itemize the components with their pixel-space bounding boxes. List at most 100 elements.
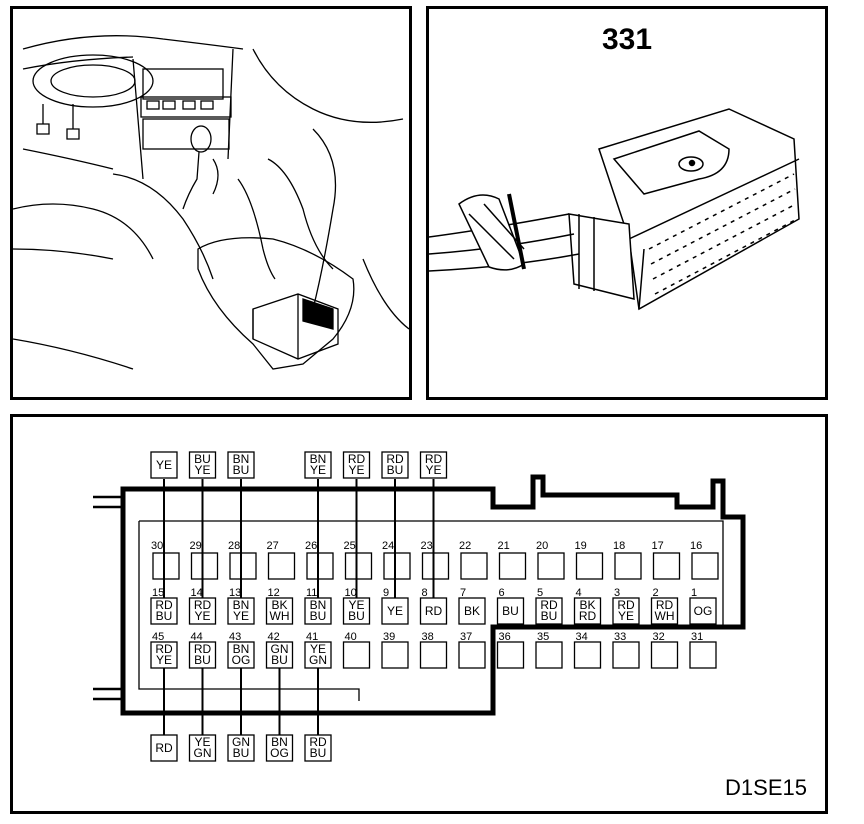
wire-color-label: GN [309,653,327,667]
pin-31 [689,641,717,669]
pin-box [573,597,602,625]
wire-color-label: YE [194,735,210,749]
pin-6: BU [496,597,525,625]
pin-number: 34 [576,631,588,643]
pin-box [267,552,296,580]
pin-box [190,552,219,580]
pin-number: 18 [613,540,625,552]
pin-number: 42 [268,631,280,643]
pin-7: BK [458,597,486,625]
pin-box [383,552,411,580]
pin-box [381,451,409,479]
wire-color-label: BN [233,452,250,466]
pin-box [188,734,217,762]
wire-color-label: RD [579,609,597,623]
wire-color-label: RD [425,604,443,618]
wire-color-label: BU [348,609,365,623]
pin-box [691,552,719,580]
pin-number: 2 [653,587,659,599]
wire-color-label: BU [156,609,173,623]
car-interior-drawing [13,35,409,370]
pin-33 [612,641,640,669]
pin-box [498,552,527,580]
pin-number: 7 [460,587,466,599]
wire-color-label: YE [348,598,364,612]
pin-box [304,734,332,762]
pin-39 [381,641,409,669]
pin-box [150,641,178,669]
pin-1: OG [689,597,717,625]
pin-box [458,597,486,625]
pin-box [689,597,717,625]
wire-color-label: BN [233,642,250,656]
wire-color-label: YE [425,463,441,477]
wire-color-label: YE [348,463,364,477]
wire-color-label: RD [194,598,212,612]
pin-box [496,597,525,625]
pin-number: 29 [190,540,202,552]
wire-color-label: RD [617,598,635,612]
pin-number: 21 [498,540,510,552]
interior-illustration-panel [10,6,412,400]
pin-box [344,552,373,580]
wire-color-label: YE [194,463,210,477]
pin-37 [458,641,486,669]
pin-number: 40 [345,631,357,643]
pin-number: 45 [152,631,164,643]
pin-number: 30 [151,540,163,552]
wire-color-label: RD [386,452,404,466]
pin-number: 36 [499,631,511,643]
pin-number: 17 [652,540,664,552]
wire-color-label: YE [156,653,172,667]
pin-32 [650,641,679,669]
wire-color-label: YE [387,604,403,618]
wire-color-label: YE [618,609,634,623]
pin-number: 5 [537,587,543,599]
pin-number: 12 [268,587,280,599]
pin-number: 27 [267,540,279,552]
pin-box [496,641,525,669]
pin-number: 33 [614,631,626,643]
pin-number: 9 [383,587,389,599]
diagram-number: 331 [601,23,653,56]
pin-number: 32 [653,631,665,643]
pin-8: RD [419,597,448,625]
wire-color-label: RD [656,598,674,612]
pin-number: 44 [191,631,203,643]
pin-number: 6 [499,587,505,599]
pin-number: 25 [344,540,356,552]
pin-number: 20 [536,540,548,552]
wire-color-label: BN [310,452,327,466]
wire-color-label: BN [271,735,288,749]
pin-box [150,451,178,479]
pin-box [689,641,717,669]
pin-box [342,597,371,625]
wire-color-label: GN [271,642,289,656]
pin-box [265,597,294,625]
pin-number: 19 [575,540,587,552]
wire-color-label: RD [155,642,173,656]
wire-color-label: RD [194,642,212,656]
pin-box [573,641,602,669]
pin-box [535,641,563,669]
pin-box [152,552,180,580]
pin-box [381,597,409,625]
pin-9: YE [381,597,409,625]
pin-box [188,597,217,625]
